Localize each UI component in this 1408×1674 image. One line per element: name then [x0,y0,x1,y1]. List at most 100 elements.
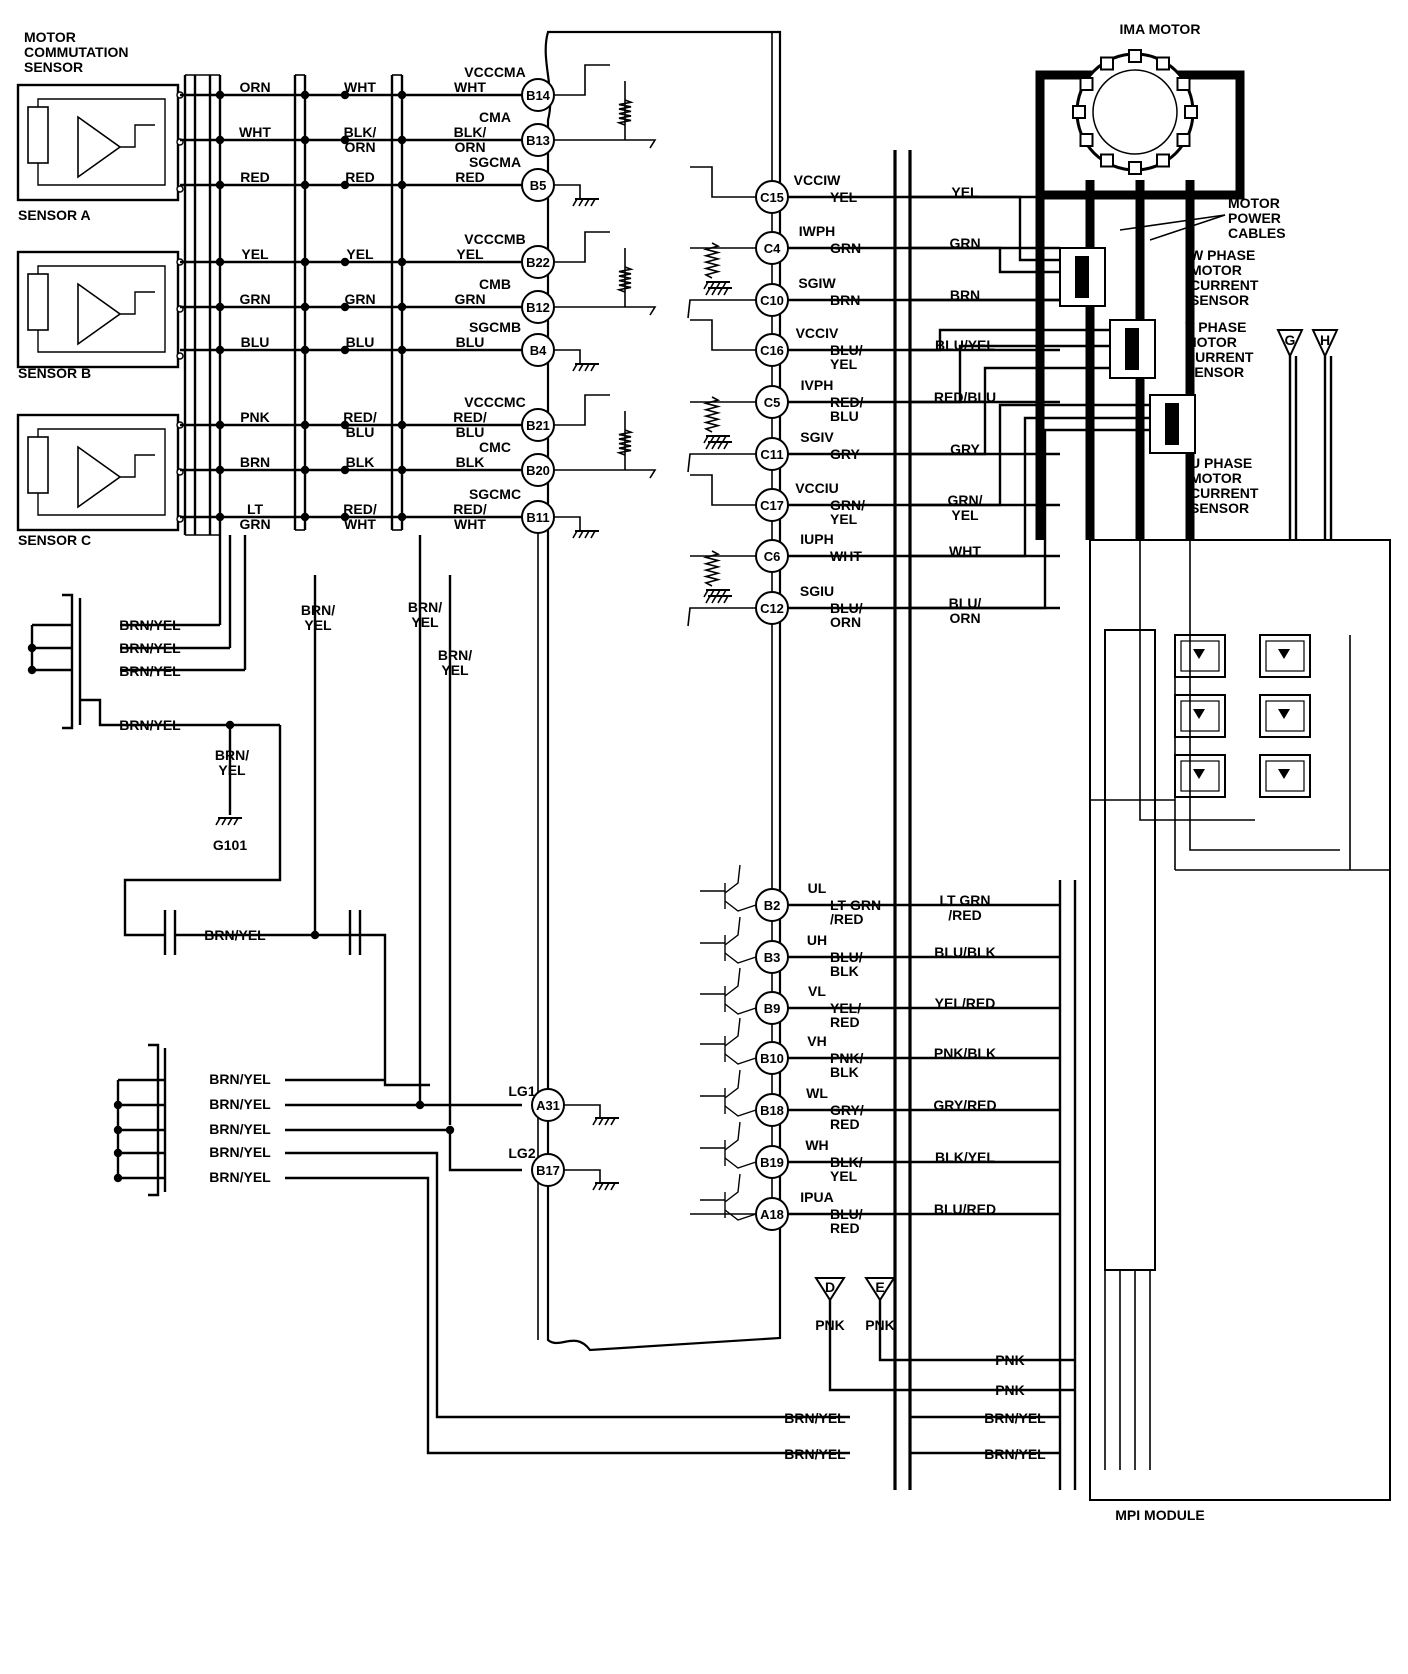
ima-motor-label: IMA MOTOR [1120,21,1201,37]
wire [285,1176,850,1455]
wire [690,166,756,198]
svg-text:C17: C17 [760,498,784,513]
connector-label: D [825,1279,835,1295]
ecu-pin-B21: B21 [521,408,555,442]
splice-dot [340,512,350,522]
wire-color-label: BRN/YEL [984,1410,1046,1426]
wire-color-label: BLU/BLK [830,949,863,979]
ecu-signal-label: SGIU [800,583,834,599]
wire-color-label: BRN/YEL [209,1096,271,1112]
wire-color-label: YEL [456,246,484,262]
wire-color-label: BLU [456,334,485,350]
ground-symbol [592,1117,619,1126]
wire-color-label: LT GRN/RED [939,892,990,923]
svg-text:B22: B22 [526,255,550,270]
wire-color-label: RED [455,169,485,185]
wire-color-label: BRN/YEL [119,640,181,656]
svg-text:C15: C15 [760,190,784,205]
wire [448,1130,522,1172]
svg-text:B3: B3 [764,950,781,965]
svg-text:B2: B2 [764,898,781,913]
ecu-pin-C5: C5 [755,385,789,419]
svg-text:B5: B5 [530,178,547,193]
wire-color-label: BRN/YEL [209,1144,271,1160]
svg-text:C5: C5 [764,395,781,410]
splice-dot [397,135,407,145]
resistor [616,266,634,293]
ecu-signal-label: VCCIU [795,480,839,496]
wire [687,607,756,627]
ecu-signal-label: SGIW [798,275,836,291]
splice-dot [215,135,225,145]
wire-color-label: WHT [344,79,376,95]
wire [1119,214,1226,231]
wire-color-label: BLK/YEL [935,1149,995,1165]
ecu-pin-B4: B4 [521,333,555,367]
ecu-pin-B19: B19 [755,1145,789,1179]
ecu-internal [554,469,657,479]
wire-color-label: BRN/YEL [438,647,472,678]
wire-color-label: RED [240,169,270,185]
wire-color-label: BLU/BLK [934,944,995,960]
ecu-outline [544,30,782,1352]
wire [564,1104,601,1118]
splice-dot [397,302,407,312]
driver-transistor [700,1173,757,1221]
svg-text:B17: B17 [536,1163,560,1178]
wire [910,328,1110,352]
driver-transistor [700,916,757,964]
wire-color-label: BLU/YEL [830,342,863,372]
wire-color-label: YEL [346,246,374,262]
igbt-switch [1174,694,1226,738]
splice-dot [340,420,350,430]
splice-dot [27,665,37,675]
igbt-switch [1259,694,1311,738]
svg-text:B12: B12 [526,300,550,315]
ecu-pin-B17: B17 [531,1153,565,1187]
splice-dot [300,90,310,100]
connector-H [1311,329,1339,359]
wire [910,403,1150,507]
svg-text:C12: C12 [760,601,784,616]
wire-color-label: GRN/YEL [948,492,983,523]
splice-dot [340,90,350,100]
splice-dot [300,257,310,267]
wire-color-label: RED [345,169,375,185]
splice-dot [215,90,225,100]
wire-color-label: BRN/YEL [784,1410,846,1426]
wire-color-label: GRN [239,291,270,307]
svg-text:B10: B10 [760,1051,784,1066]
ecu-pin-B12: B12 [521,290,555,324]
splice-dot [397,345,407,355]
ecu-pin-B22: B22 [521,245,555,279]
wire-color-label: YEL/RED [935,995,996,1011]
ecu-signal-label: SGCMC [469,486,521,502]
wire-color-label: BRN/YEL [209,1121,271,1137]
wire [910,344,1110,404]
w-phase-current-sensor [1059,247,1106,307]
wire [687,453,756,473]
wire [910,366,1110,456]
ground-symbol [572,198,599,207]
ecu-pin-C6: C6 [755,539,789,573]
ecu-pin-B20: B20 [521,453,555,487]
connector-bracket [62,593,74,730]
ecu-pin-C10: C10 [755,283,789,317]
wire-color-label: BRN/YEL [119,617,181,633]
sensor-b-label: SENSOR B [18,365,91,381]
splice-dot [300,345,310,355]
wire-color-label: BRN/YEL [204,927,266,943]
driver-transistor [700,1121,757,1169]
wire [687,299,756,319]
wire-color-label: BRN/YEL [301,602,335,633]
driver-transistor [700,864,757,912]
ecu-signal-label: CMA [479,109,511,125]
wire [360,933,430,1087]
splice-dot [113,1125,123,1135]
svg-text:C11: C11 [760,447,783,462]
wire [1149,214,1226,241]
wire-color-label: BLU/ORN [830,600,863,630]
connector-bracket [148,1043,160,1197]
